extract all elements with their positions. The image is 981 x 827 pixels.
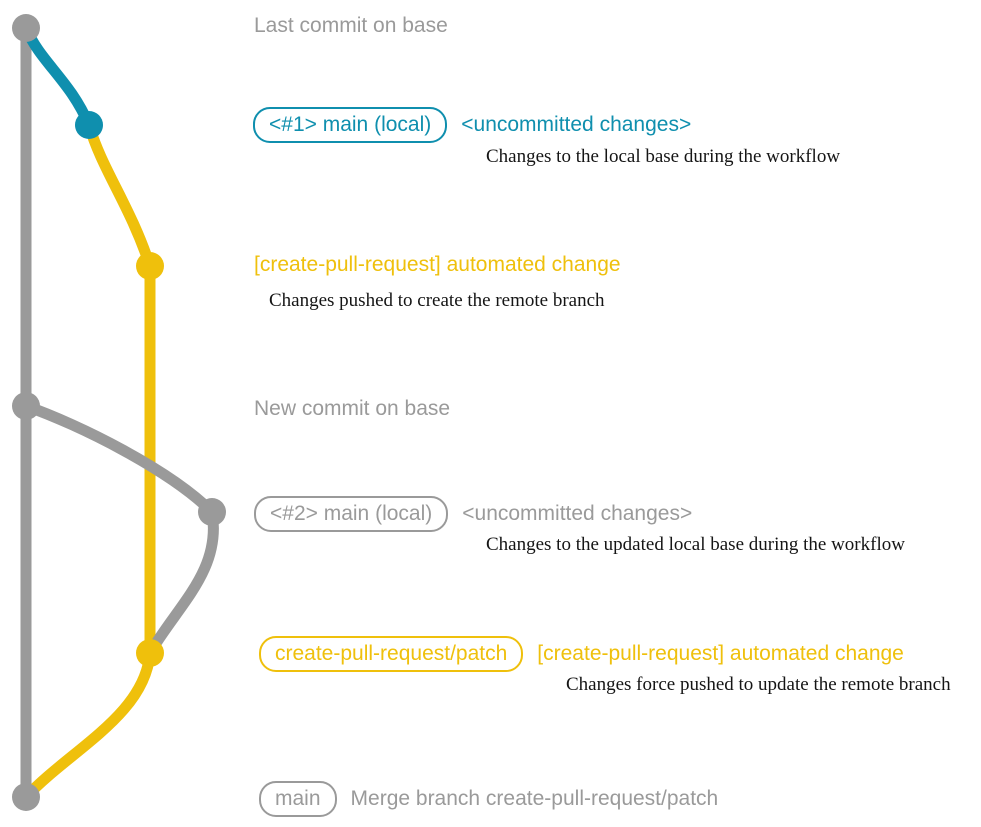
- commit-message-local-main-1: <uncommitted changes>: [461, 113, 692, 136]
- commit-message-automated-change-1: [create-pull-request] automated change: [254, 253, 621, 276]
- commit-node-local-main-1[interactable]: [75, 111, 103, 139]
- branch-badge-local-main-2[interactable]: <#2> main (local): [254, 496, 449, 532]
- edge-local-1-to-remote-1: [83, 119, 156, 272]
- edge-base-2-to-local-2: [20, 400, 218, 518]
- commit-node-automated-change-2[interactable]: [136, 639, 164, 667]
- commit-node-local-main-2[interactable]: [198, 498, 226, 526]
- commit-message-local-main-2: <uncommitted changes>: [462, 502, 693, 525]
- commit-message-last-commit-on-base: Last commit on base: [254, 14, 448, 37]
- commit-row-automated-change-1: [create-pull-request] automated change: [254, 253, 621, 277]
- commit-node-merge-commit[interactable]: [12, 783, 40, 811]
- commit-description-automated-change-2: Changes force pushed to update the remot…: [566, 674, 951, 695]
- commit-row-automated-change-2: create-pull-request/patch [create-pull-r…: [259, 636, 904, 672]
- commit-message-merge-commit: Merge branch create-pull-request/patch: [350, 787, 719, 810]
- edge-remote-2-to-merge: [20, 647, 156, 803]
- branch-graph-svg: [12, 14, 226, 811]
- commit-description-local-main-2: Changes to the updated local base during…: [486, 534, 905, 555]
- commit-message-new-commit-on-base: New commit on base: [254, 397, 451, 420]
- branch-badge-automated-change-2[interactable]: create-pull-request/patch: [259, 636, 524, 672]
- edge-local-2-to-remote-2: [144, 506, 219, 659]
- branch-badge-main[interactable]: main: [259, 781, 337, 817]
- commit-node-automated-change-1[interactable]: [136, 252, 164, 280]
- branch-badge-local-main-1[interactable]: <#1> main (local): [253, 107, 448, 143]
- commit-row-local-main-2: <#2> main (local) <uncommitted changes>: [254, 496, 692, 532]
- edge-base-to-local-1: [20, 22, 95, 131]
- commit-node-last-commit-on-base[interactable]: [12, 14, 40, 42]
- commit-description-local-main-1: Changes to the local base during the wor…: [486, 146, 841, 167]
- commit-description-automated-change-1: Changes pushed to create the remote bran…: [269, 290, 605, 311]
- commit-message-automated-change-2: [create-pull-request] automated change: [537, 642, 904, 665]
- commit-row-merge-commit: main Merge branch create-pull-request/pa…: [259, 781, 718, 817]
- commit-row-new-commit-on-base: New commit on base: [254, 397, 450, 421]
- commit-row-last-commit-on-base: Last commit on base: [254, 14, 448, 38]
- commit-row-local-main-1: <#1> main (local) <uncommitted changes>: [253, 107, 691, 143]
- commit-node-new-commit-on-base[interactable]: [12, 392, 40, 420]
